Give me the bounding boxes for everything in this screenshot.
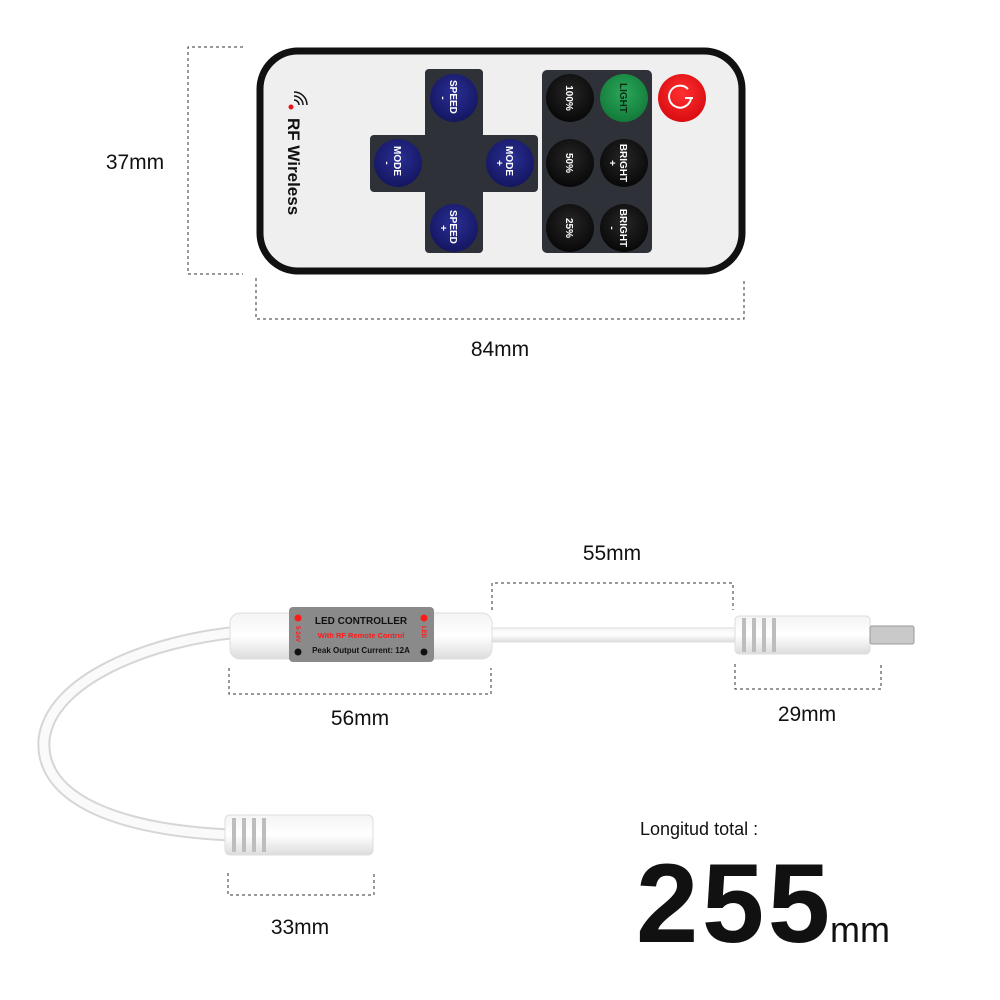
svg-text:-: -	[437, 96, 448, 99]
light-button[interactable]: LIGHT	[600, 74, 648, 122]
bright-plus-button[interactable]: BRIGHT +	[600, 139, 648, 187]
svg-text:BRIGHT: BRIGHT	[617, 144, 628, 182]
svg-text:50%: 50%	[563, 153, 574, 173]
svg-text:With RF Remote Control: With RF Remote Control	[318, 631, 405, 640]
brightness-50-button[interactable]: 50%	[546, 139, 594, 187]
brightness-100-button[interactable]: 100%	[546, 74, 594, 122]
rf-icon	[288, 91, 308, 110]
female-dc-connector	[224, 814, 374, 856]
remote-control: RF Wireless SPEED - MODE - MODE + SPEED …	[256, 47, 746, 275]
svg-text:37mm: 37mm	[106, 151, 164, 174]
total-length-label: Longitud total :	[640, 819, 758, 839]
svg-text:56mm: 56mm	[331, 707, 389, 730]
svg-text:29mm: 29mm	[778, 703, 836, 726]
svg-text:+: +	[606, 160, 617, 166]
svg-text:SPEED: SPEED	[447, 80, 458, 114]
svg-text:BRIGHT: BRIGHT	[617, 209, 628, 247]
bright-minus-button[interactable]: BRIGHT -	[600, 204, 648, 252]
remote-brand: RF Wireless	[284, 118, 303, 215]
svg-text:25%: 25%	[563, 218, 574, 238]
controller-cable	[37, 625, 739, 842]
total-length-value: 255	[636, 841, 830, 966]
male-connector-dimension: 29mm	[734, 664, 882, 726]
female-connector-dimension: 33mm	[227, 873, 375, 939]
svg-text:LED CONTROLLER: LED CONTROLLER	[315, 616, 408, 627]
mode-plus-button[interactable]: MODE +	[486, 139, 534, 187]
speed-plus-button[interactable]: SPEED +	[430, 204, 478, 252]
svg-text:5-24V: 5-24V	[294, 626, 300, 642]
svg-text:SPEED: SPEED	[447, 210, 458, 244]
total-length-unit: mm	[830, 909, 890, 950]
power-icon	[668, 84, 692, 109]
svg-text:MODE: MODE	[391, 146, 402, 176]
controller-body: LED CONTROLLER With RF Remote Control Pe…	[229, 607, 493, 662]
svg-text:-: -	[606, 226, 617, 229]
svg-text:MODE: MODE	[503, 146, 514, 176]
brightness-25-button[interactable]: 25%	[546, 204, 594, 252]
speed-minus-button[interactable]: SPEED -	[430, 74, 478, 122]
svg-text:LIGHT: LIGHT	[617, 83, 628, 113]
mode-minus-button[interactable]: MODE -	[374, 139, 422, 187]
svg-text:84mm: 84mm	[471, 338, 529, 361]
remote-height-dimension: 37mm	[106, 46, 243, 275]
body-dimension: 56mm	[228, 668, 492, 730]
svg-text:-: -	[381, 161, 392, 164]
svg-text:LED: LED	[420, 626, 426, 639]
male-dc-connector	[734, 615, 915, 655]
cable-dimension: 55mm	[491, 542, 734, 610]
controller-label	[289, 607, 434, 662]
svg-text:+: +	[493, 160, 504, 166]
svg-text:33mm: 33mm	[271, 916, 329, 939]
svg-text:+: +	[437, 225, 448, 231]
power-button[interactable]	[658, 74, 706, 122]
svg-text:100%: 100%	[563, 85, 574, 111]
svg-text:55mm: 55mm	[583, 542, 641, 565]
remote-width-dimension: 84mm	[255, 278, 745, 361]
svg-text:Peak Output Current: 12A: Peak Output Current: 12A	[312, 646, 410, 655]
